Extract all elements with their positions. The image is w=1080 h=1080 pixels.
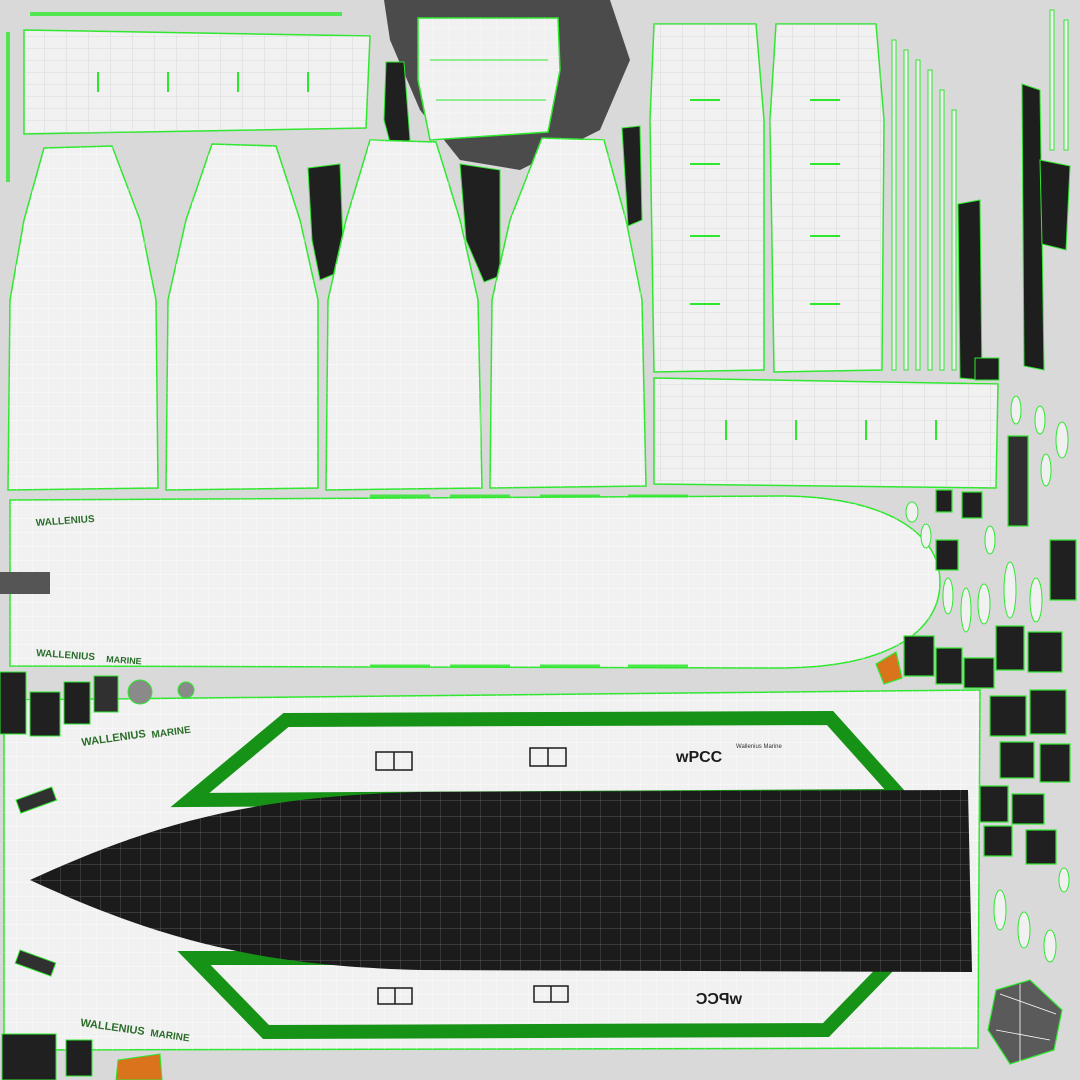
brand-label: MARINE	[106, 654, 142, 666]
wpcc-label-mirrored: wPCC	[695, 991, 743, 1008]
uv-thin-strips-right	[891, 9, 1069, 371]
uv-island-deck-panel	[769, 23, 885, 373]
uv-thin-strip	[30, 12, 342, 16]
small-label: Wallenius Marine	[736, 744, 782, 750]
brand-label: MARINE	[151, 725, 192, 741]
uv-dark-parts-top	[307, 61, 643, 283]
uv-island-bridge	[384, 0, 630, 170]
uv-island-sail	[165, 143, 319, 491]
uv-island-sail	[489, 137, 647, 489]
brand-label: WALLENIUS	[36, 648, 96, 663]
wpcc-label: wPCC	[675, 749, 723, 766]
uv-detail-parts-right	[875, 435, 1077, 1065]
uv-dark-part	[0, 572, 50, 594]
uv-island-upper-hull	[9, 494, 941, 669]
uv-island-top-strip	[23, 29, 371, 135]
brand-label: WALLENIUS	[35, 514, 95, 529]
uv-island-deck-panel	[649, 23, 765, 373]
uv-island-main-hull	[3, 689, 981, 1051]
uv-island-side-panel	[653, 377, 999, 489]
uv-detail-parts-left	[0, 671, 195, 1080]
uv-island-sail	[7, 145, 159, 491]
uv-thin-strip	[6, 32, 10, 182]
hull-window-frames	[375, 747, 569, 1005]
uv-small-light-parts	[905, 395, 1070, 963]
uv-island-sail	[325, 139, 483, 491]
uv-dark-parts-right	[957, 83, 1071, 381]
brand-label: MARINE	[150, 1028, 191, 1044]
